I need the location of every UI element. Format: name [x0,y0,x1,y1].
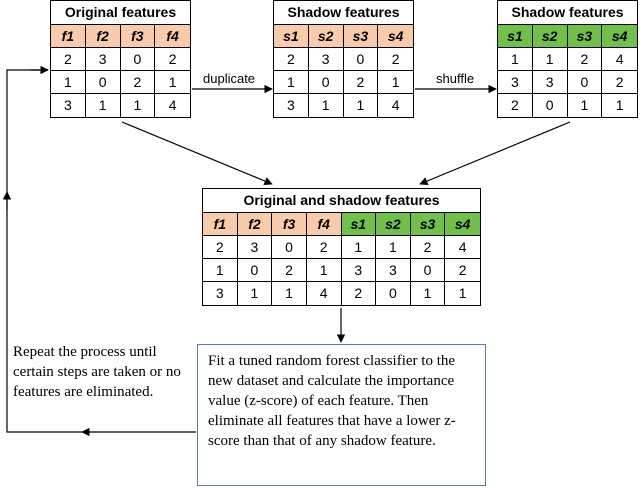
table-cell: 0 [120,48,156,71]
table-cell: 1 [272,282,307,305]
table-cell: 0 [376,282,411,305]
column-header: s2 [308,25,344,48]
process-step-text: Fit a tuned random forest classifier to … [208,353,456,449]
shuffle-label: shuffle [436,71,475,86]
column-header: s4 [378,25,413,48]
table-cell: 2 [274,48,309,71]
shadow-features-title: Shadow features [274,1,413,25]
table-cell: 0 [343,48,379,71]
table-cell: 0 [410,259,446,282]
shuffled-shadow-features-title: Shadow features [498,1,637,25]
table-cell: 0 [308,71,344,94]
table-cell: 1 [378,71,413,94]
table-cell: 2 [120,71,156,94]
table-cell: 4 [445,236,480,259]
column-header: s2 [376,213,411,236]
repeat-note: Repeat the process until certain steps a… [13,342,183,402]
loop-back-arrow [6,69,82,433]
column-header: s1 [274,25,309,48]
table-cell: 1 [568,94,603,117]
table-cell: 0 [567,71,603,94]
column-header: f4 [306,213,342,236]
repeat-note-text: Repeat the process until certain steps a… [13,344,181,400]
shadow-to-combined-arrow [419,121,571,185]
table-cell: 2 [445,259,480,282]
original-features-title: Original features [51,1,190,25]
table-cell: 1 [532,48,568,71]
table-cell: 3 [85,48,121,71]
column-header: s4 [445,213,480,236]
table-cell: 0 [272,236,307,259]
table-cell: 1 [376,236,411,259]
column-header: s3 [410,213,446,236]
table-cell: 3 [498,71,533,94]
table-cell: 1 [238,282,273,305]
table-cell: 2 [410,236,446,259]
table-cell: 3 [341,259,377,282]
table-cell: 1 [411,282,446,305]
table-cell: 2 [306,236,342,259]
table-cell: 2 [567,48,603,71]
column-header: f4 [155,25,190,48]
column-header: s4 [602,25,637,48]
column-header: s1 [498,25,533,48]
combined-features-title: Original and shadow features [203,189,480,213]
table-cell: 2 [602,71,637,94]
table-cell: 1 [121,94,156,117]
table-cell: 2 [378,48,413,71]
column-header: f2 [237,213,273,236]
table-cell: 4 [168,97,177,113]
table-cell: 3 [274,94,309,117]
table-cell: 3 [376,259,411,282]
table-cell: 0 [237,259,273,282]
table-cell: 1 [86,94,121,117]
table-cell: 4 [602,48,637,71]
table-cell: 2 [342,282,377,305]
process-step-box: Fit a tuned random forest classifier to … [197,344,486,486]
column-header: f3 [120,25,156,48]
table-cell: 0 [533,94,568,117]
column-header: s3 [567,25,603,48]
table-cell: 1 [51,71,86,94]
column-header: f1 [51,25,86,48]
table-cell: 1 [341,236,377,259]
table-cell: 3 [51,94,86,117]
original-to-combined-arrow [121,121,273,185]
table-cell: 1 [274,71,309,94]
table-cell: 1 [458,285,467,301]
column-header: f2 [85,25,121,48]
table-cell: 1 [155,71,190,94]
table-cell: 2 [51,48,86,71]
table-cell: 3 [203,282,238,305]
column-header: s1 [341,213,377,236]
column-header: s3 [343,25,379,48]
table-cell: 2 [203,236,238,259]
table-cell: 2 [343,71,379,94]
table-cell: 2 [498,94,533,117]
column-header: f3 [272,213,307,236]
table-cell: 2 [155,48,190,71]
table-cell: 3 [237,236,273,259]
table-cell: 4 [391,97,400,113]
table-cell: 1 [309,94,344,117]
duplicate-label: duplicate [203,71,256,86]
table-cell: 3 [308,48,344,71]
table-cell: 2 [272,259,307,282]
table-cell: 1 [203,259,238,282]
column-header: s2 [532,25,568,48]
table-cell: 0 [85,71,121,94]
column-header: f1 [203,213,238,236]
table-cell: 1 [615,97,624,113]
table-cell: 1 [344,94,379,117]
table-cell: 4 [307,282,342,305]
table-cell: 1 [306,259,342,282]
table-cell: 3 [532,71,568,94]
table-cell: 1 [498,48,533,71]
